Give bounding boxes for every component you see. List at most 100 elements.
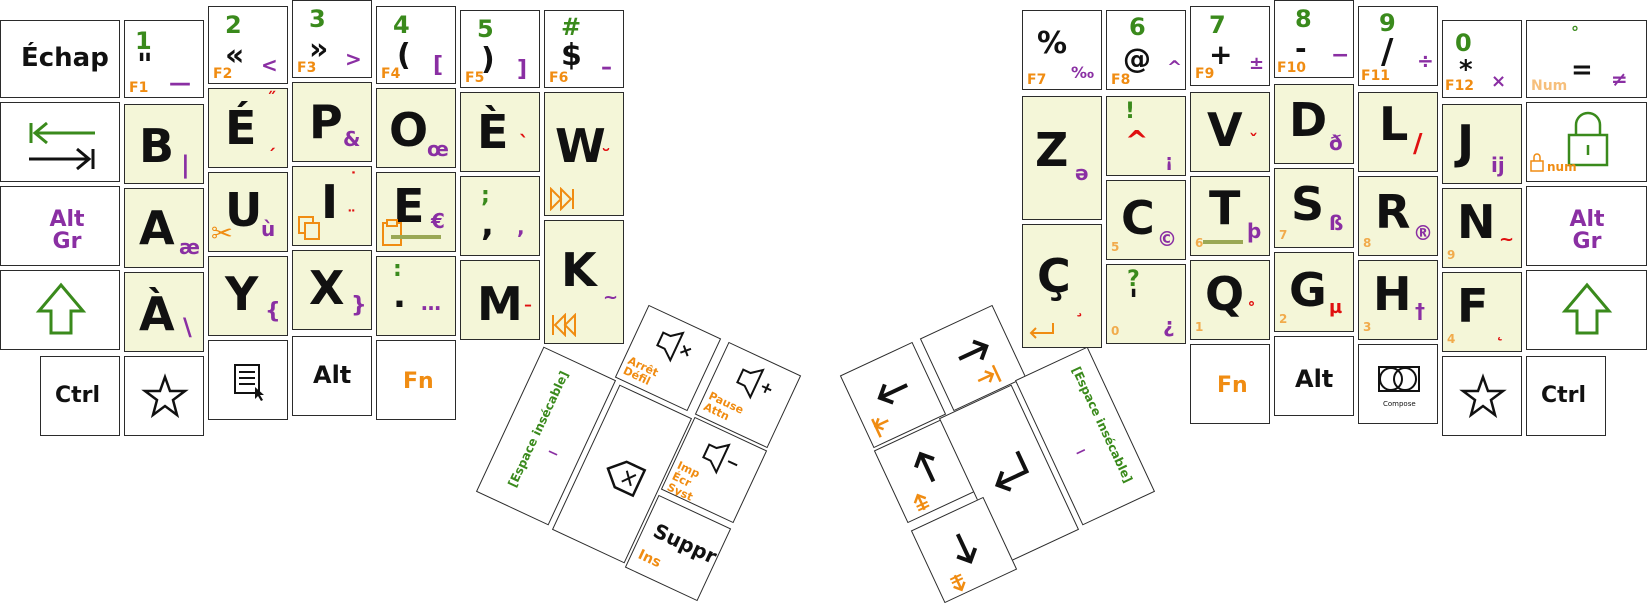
main-label: É (225, 101, 257, 155)
key-h[interactable]: H † 3 (1358, 260, 1438, 340)
fn-key-left[interactable]: Fn (376, 340, 456, 420)
key-q[interactable]: Q ˚ 1 (1190, 260, 1270, 340)
key-apostrophe[interactable]: ? ' ¿ 0 (1106, 264, 1186, 344)
key-caret[interactable]: ! ^ ¡ (1106, 96, 1186, 176)
main-label: @ (1123, 42, 1151, 75)
space-key-left[interactable]: [Espace insécable] _ (475, 346, 617, 526)
shift-label: : (393, 257, 402, 282)
main-label: / (1381, 32, 1394, 72)
space-key-right[interactable]: [Espace insécable] _ (1014, 346, 1156, 526)
key-c[interactable]: C © 5 (1106, 180, 1186, 260)
key-v[interactable]: V ˇ (1190, 92, 1270, 172)
space-label: [Espace insécable] (505, 368, 572, 490)
volume-up-key[interactable]: Pause Attn (694, 341, 802, 449)
alt-key-right[interactable]: Alt (1274, 336, 1354, 416)
main-label: C (1121, 191, 1155, 245)
fn-key-right[interactable]: Fn (1190, 344, 1270, 424)
key-r[interactable]: R ® 8 (1358, 176, 1438, 256)
volume-down-key[interactable]: Imp Écr Syst (660, 416, 768, 524)
key-l[interactable]: L / (1358, 92, 1438, 172)
key-s[interactable]: S ß 7 (1274, 168, 1354, 248)
dead-key-label: ` (519, 131, 529, 155)
key-percent[interactable]: % ‰ F7 (1022, 10, 1102, 90)
key-a[interactable]: A æ (124, 188, 204, 268)
key-g[interactable]: G µ 2 (1274, 252, 1354, 332)
key-hash[interactable]: # $ – F6 (544, 10, 624, 88)
down-arrow-key[interactable] (910, 496, 1018, 603)
key-t[interactable]: T þ 6 (1190, 176, 1270, 256)
key-e[interactable]: E € (376, 172, 456, 252)
key-8[interactable]: 8 - − F10 (1274, 0, 1354, 78)
super-key-right[interactable] (1442, 356, 1522, 436)
altgr-label: < (261, 53, 278, 77)
key-0[interactable]: 0 * × F12 (1442, 20, 1522, 98)
menu-key[interactable] (208, 340, 288, 420)
altgr-label: ± (1249, 53, 1265, 74)
altgr-key-left[interactable]: Alt Gr (0, 186, 120, 266)
left-arrow-key[interactable] (839, 341, 947, 449)
mute-key[interactable]: Arrêt Défil (614, 304, 722, 412)
numpad-enter-icon (1029, 323, 1054, 339)
key-u[interactable]: U ù ✂ (208, 172, 288, 252)
key-7[interactable]: 7 + ± F9 (1190, 6, 1270, 86)
fn-label: F10 (1277, 60, 1307, 76)
enter-key[interactable] (938, 384, 1080, 564)
key-z[interactable]: Z ə (1022, 96, 1102, 220)
shift-key-left[interactable] (0, 270, 120, 350)
main-label: N (1457, 195, 1496, 249)
key-k[interactable]: K ~ (544, 220, 624, 344)
key-comma[interactable]: ; , , (460, 176, 540, 256)
numlock-key[interactable]: num (1526, 102, 1647, 182)
alt-key-left[interactable]: Alt (292, 336, 372, 416)
altgr-label: ≠ (1611, 67, 1628, 91)
up-arrow-key[interactable] (873, 416, 981, 524)
key-j[interactable]: J ĳ (1442, 104, 1522, 184)
backspace-key[interactable] (551, 384, 693, 564)
key-d[interactable]: D ð (1274, 84, 1354, 164)
up-arrow-key-top[interactable] (919, 304, 1027, 412)
altgr-label: > (345, 47, 362, 71)
key-2[interactable]: 2 « < F2 (208, 6, 288, 84)
key-m[interactable]: M ¯ (460, 260, 540, 340)
key-equals[interactable]: ° = ≠ Num (1526, 20, 1647, 98)
key-c-cedilla[interactable]: Ç ¸ (1022, 224, 1102, 348)
main-label: V (1207, 103, 1243, 157)
key-w[interactable]: W ˘ (544, 92, 624, 216)
key-p[interactable]: P & (292, 82, 372, 162)
key-n[interactable]: N ~ 9 (1442, 188, 1522, 268)
key-e-acute[interactable]: É ˝ ˏ (208, 88, 288, 168)
main-label: B (139, 119, 175, 173)
key-5[interactable]: 5 ) ] F5 (460, 10, 540, 88)
altgr-label: ð (1329, 131, 1343, 155)
shift-key-right[interactable] (1526, 270, 1647, 350)
compose-key[interactable]: Compose (1358, 344, 1438, 424)
main-label: » (309, 32, 329, 67)
key-4[interactable]: 4 ( [ F4 (376, 6, 456, 84)
key-i[interactable]: I ˙ ¨ (292, 166, 372, 246)
key-1[interactable]: 1 " — F1 (124, 20, 204, 98)
scissors-icon: ✂ (211, 219, 233, 249)
key-b[interactable]: B | (124, 104, 204, 184)
key-e-grave[interactable]: È ` (460, 92, 540, 172)
key-6[interactable]: 6 @ ^ F8 (1106, 10, 1186, 90)
ctrl-key-left[interactable]: Ctrl (40, 356, 120, 436)
fn-label: Arrêt Défil (621, 354, 661, 388)
altgr-label: € (431, 209, 445, 233)
tab-key[interactable] (0, 102, 120, 182)
tab-arrows-icon (29, 121, 95, 171)
key-x[interactable]: X } (292, 250, 372, 330)
super-key-left[interactable] (124, 356, 204, 436)
ctrl-key-right[interactable]: Ctrl (1526, 356, 1606, 436)
altgr-key-right[interactable]: Alt Gr (1526, 186, 1647, 266)
delete-key[interactable]: Suppr Ins (624, 494, 732, 602)
main-label: R (1375, 185, 1411, 239)
key-a-grave[interactable]: À \ (124, 272, 204, 352)
key-9[interactable]: 9 / ÷ F11 (1358, 6, 1438, 86)
key-3[interactable]: 3 » > F3 (292, 0, 372, 78)
key-o[interactable]: O œ (376, 88, 456, 168)
key-f[interactable]: F ˛ 4 (1442, 272, 1522, 352)
key-y[interactable]: Y { (208, 256, 288, 336)
main-label: E (393, 179, 425, 233)
escape-key[interactable]: Échap (0, 20, 120, 98)
key-period[interactable]: : . … (376, 256, 456, 336)
